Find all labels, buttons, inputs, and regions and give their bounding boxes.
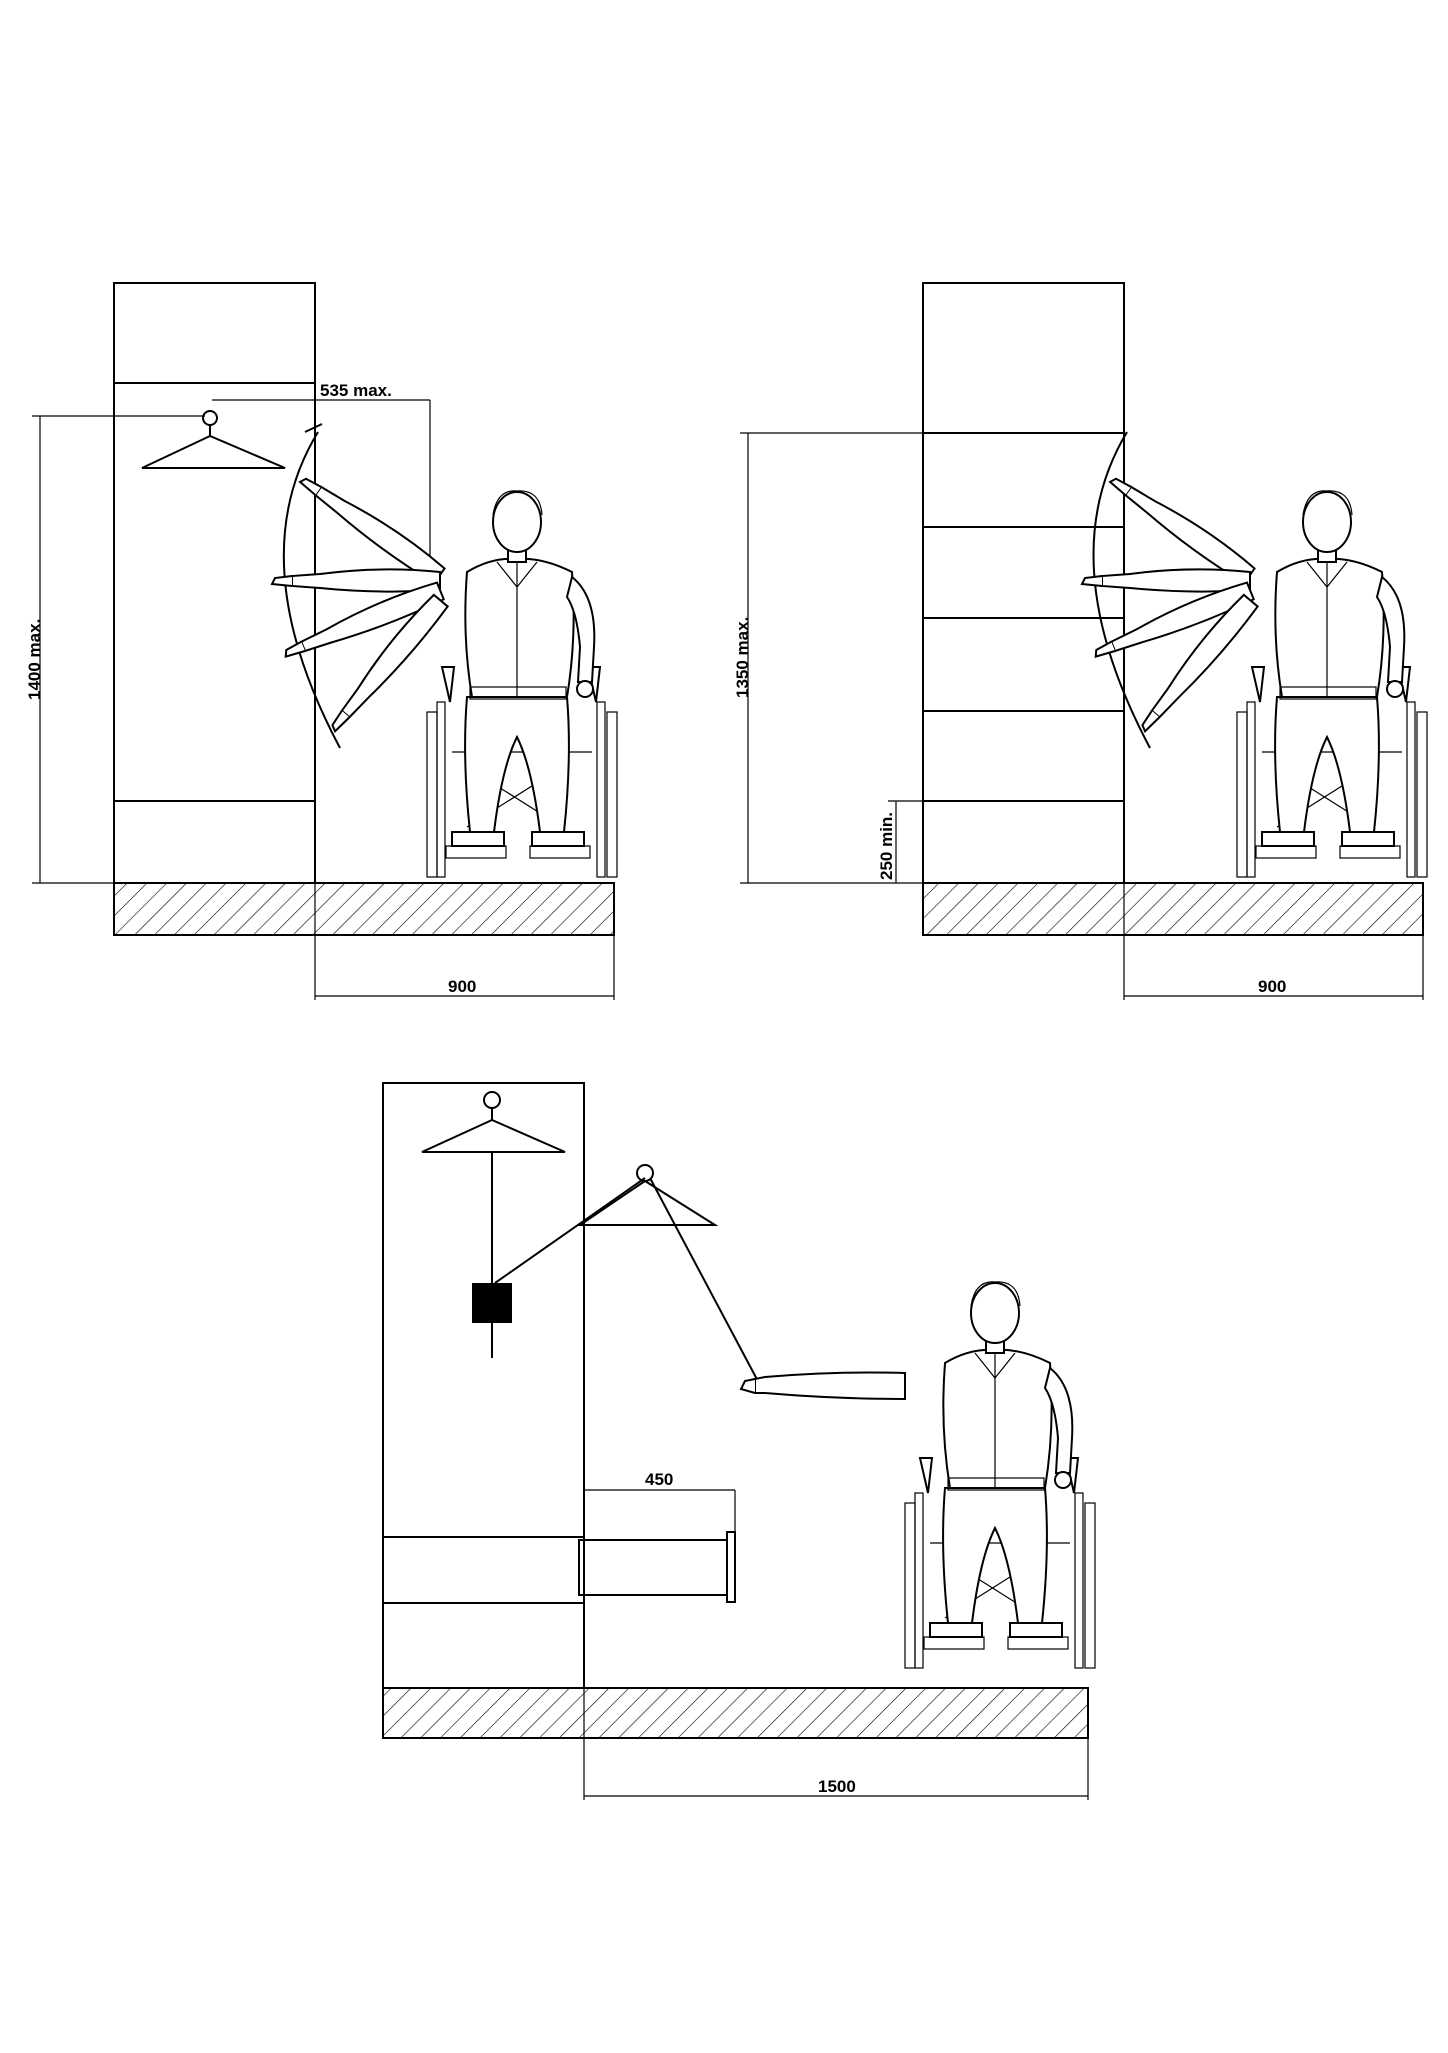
reach-arc: [282, 431, 341, 749]
diagram-top-right: 1350 max. 250 min. 900: [733, 282, 1428, 1000]
pull-rod: [649, 1177, 761, 1386]
lift-mechanism: [472, 1283, 512, 1323]
wheelchair-user: [426, 489, 618, 878]
coat-hanger-icon: [141, 410, 286, 469]
wheelchair-user: [1236, 489, 1428, 878]
wheelchair-user: [904, 1280, 1096, 1669]
depth-dimension-label: 900: [448, 977, 476, 996]
floor-slab: [113, 882, 615, 936]
reach-dimension-label: 535 max.: [320, 381, 392, 400]
depth-dimension-label: 900: [1258, 977, 1286, 996]
coat-hanger-icon: [576, 1164, 719, 1226]
diagram-top-left: 1400 max. 535 max. 900: [25, 282, 618, 1000]
wardrobe-cabinet: [382, 1082, 585, 1689]
diagram-bottom: 450 1500: [382, 1082, 1096, 1800]
pull-out-drawer: [578, 1539, 728, 1596]
floor-slab: [382, 1687, 1089, 1739]
height-dimension-label: 1400 max.: [25, 619, 44, 700]
depth-dimension-label: 1500: [818, 1777, 856, 1796]
drawer-dimension-label: 450: [645, 1470, 673, 1489]
height-dimension-label: 1350 max.: [733, 617, 752, 698]
min-dimension-label: 250 min.: [877, 812, 896, 880]
reach-arc: [1092, 431, 1151, 749]
floor-slab: [922, 882, 1424, 936]
coat-hanger-icon: [421, 1091, 566, 1358]
